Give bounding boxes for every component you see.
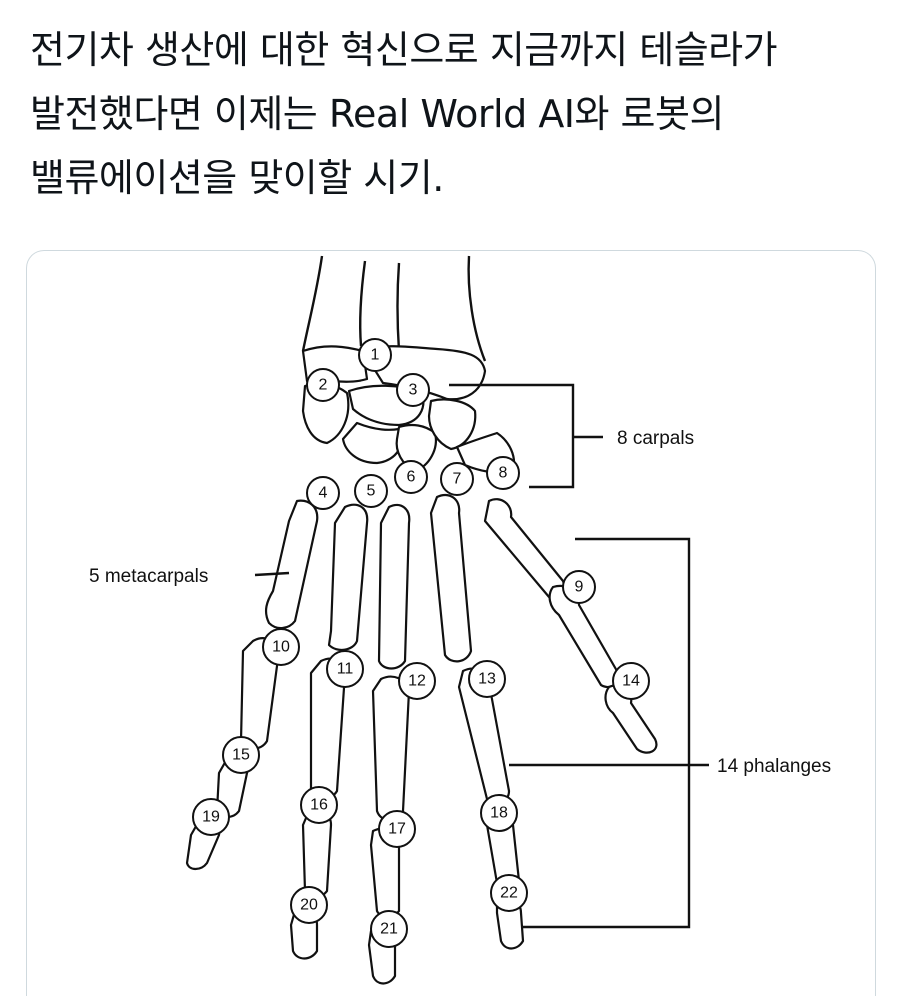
marker-21: 21	[370, 910, 408, 948]
marker-16: 16	[300, 786, 338, 824]
marker-6: 6	[394, 460, 428, 494]
phalanges-label: 14 phalanges	[717, 756, 831, 777]
marker-20: 20	[290, 886, 328, 924]
svg-text:13: 13	[478, 671, 496, 688]
forearm-bones	[301, 255, 487, 362]
svg-text:11: 11	[337, 661, 354, 678]
metacarpals-label: 5 metacarpals	[89, 566, 208, 587]
marker-3: 3	[396, 373, 430, 407]
post-text-line-2: 발전했다면 이제는 Real World AI와 로봇의	[30, 92, 724, 136]
marker-17: 17	[378, 810, 416, 848]
svg-text:15: 15	[232, 747, 250, 764]
carpals-label: 8 carpals	[617, 428, 694, 449]
carpal-bones	[301, 345, 516, 474]
svg-text:12: 12	[408, 673, 426, 690]
svg-text:8: 8	[499, 465, 508, 482]
hand-skeleton-diagram: 8 carpals 5 metacarpals 14 phalanges 1 2…	[89, 255, 831, 985]
marker-13: 13	[468, 660, 506, 698]
marker-9: 9	[562, 570, 596, 604]
marker-2: 2	[306, 368, 340, 402]
post-text: 전기차 생산에 대한 혁신으로 지금까지 테슬라가 발전했다면 이제는 Real…	[30, 18, 880, 210]
marker-15: 15	[222, 736, 260, 774]
svg-text:5: 5	[367, 483, 376, 500]
marker-1: 1	[358, 338, 392, 372]
marker-10: 10	[262, 628, 300, 666]
svg-text:1: 1	[371, 347, 380, 364]
svg-text:16: 16	[310, 797, 328, 814]
svg-text:21: 21	[380, 921, 398, 938]
svg-text:6: 6	[407, 469, 416, 486]
svg-text:4: 4	[319, 485, 328, 502]
metacarpal-bones	[264, 493, 566, 670]
svg-text:9: 9	[575, 579, 584, 596]
marker-12: 12	[398, 662, 436, 700]
svg-text:19: 19	[202, 809, 220, 826]
svg-text:22: 22	[500, 885, 518, 902]
svg-text:2: 2	[319, 377, 328, 394]
svg-text:14: 14	[622, 673, 640, 690]
marker-4: 4	[306, 476, 340, 510]
svg-text:20: 20	[300, 897, 318, 914]
marker-7: 7	[440, 462, 474, 496]
marker-5: 5	[354, 474, 388, 508]
svg-text:18: 18	[490, 805, 508, 822]
marker-11: 11	[326, 650, 364, 688]
svg-text:10: 10	[272, 639, 290, 656]
post-text-line-1: 전기차 생산에 대한 혁신으로 지금까지 테슬라가	[30, 28, 778, 72]
svg-text:17: 17	[388, 821, 406, 838]
svg-text:3: 3	[409, 382, 418, 399]
marker-19: 19	[192, 798, 230, 836]
marker-8: 8	[486, 456, 520, 490]
marker-18: 18	[480, 794, 518, 832]
svg-text:7: 7	[453, 471, 462, 488]
post-text-line-3: 밸류에이션을 맞이할 시기.	[30, 156, 444, 200]
post-image[interactable]: 8 carpals 5 metacarpals 14 phalanges 1 2…	[26, 250, 876, 996]
marker-14: 14	[612, 662, 650, 700]
callout-lines	[254, 383, 709, 929]
marker-22: 22	[490, 874, 528, 912]
bone-number-markers: 1 2 3 4 5 6 7 8 9 10 11 12 13 14 15 16 1…	[192, 338, 650, 948]
